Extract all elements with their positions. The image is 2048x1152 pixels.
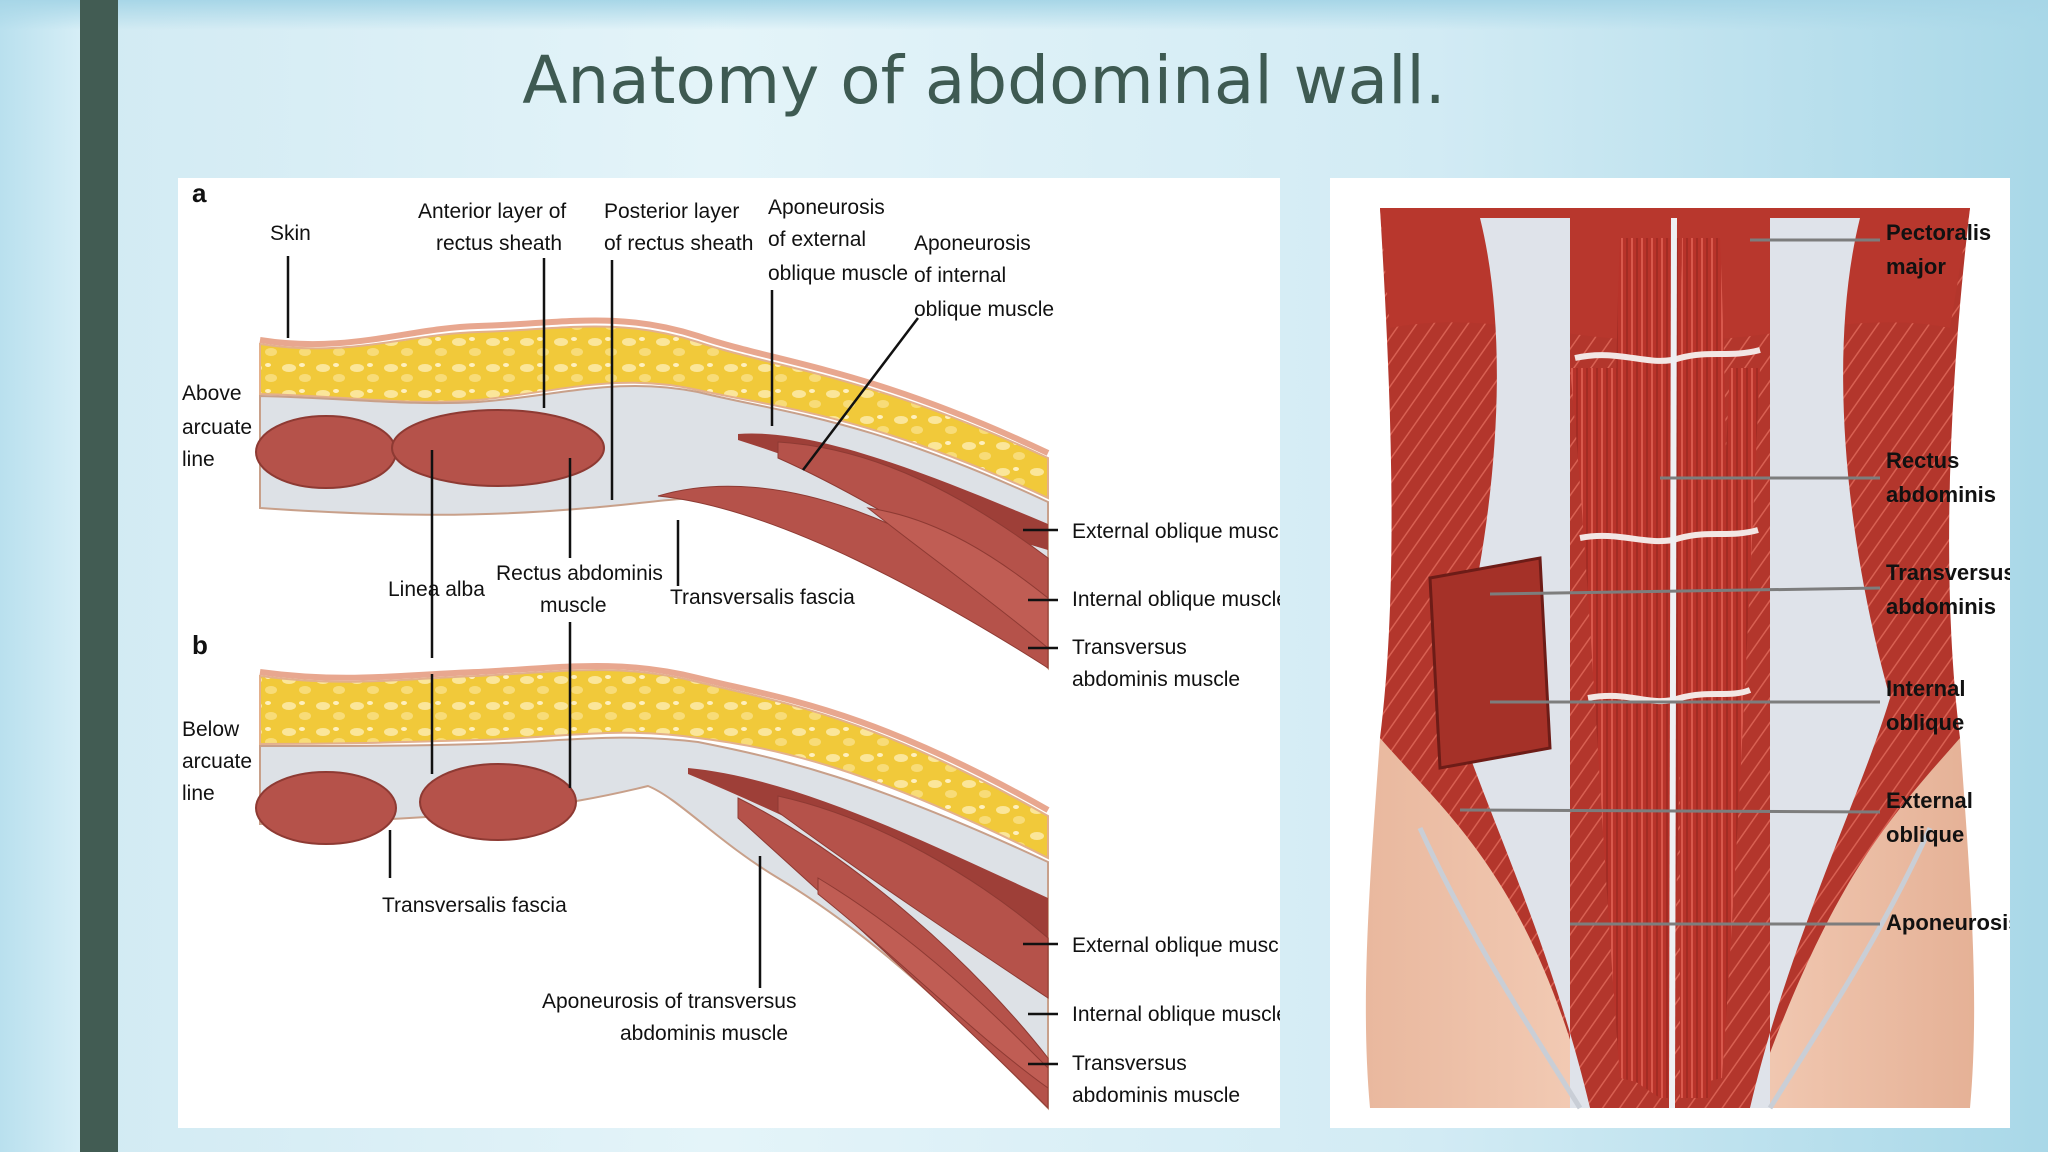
transversus-label-1: Transversus	[1886, 560, 2010, 585]
skin-layer-a	[259, 317, 1050, 456]
internal-oblique-label-1: Internal	[1886, 676, 1965, 701]
internal-oblique-label-b: Internal oblique muscle	[1072, 1003, 1280, 1026]
above-line-3: line	[182, 448, 215, 471]
section-a	[255, 256, 1058, 671]
skin-layer-b	[259, 662, 1050, 813]
pointers-b	[388, 622, 1058, 1066]
rectus-right-a	[391, 409, 605, 487]
tendinous-intersections	[1574, 347, 1761, 705]
anterior-layer-1: Anterior layer of	[418, 200, 566, 223]
rectus-outer-left	[1570, 368, 1660, 1088]
apo-internal-3: oblique muscle	[914, 298, 1054, 321]
skin-label: Skin	[270, 222, 311, 245]
below-line-2: arcuate	[182, 750, 252, 773]
internal-oblique-label-2: oblique	[1886, 710, 1964, 735]
transversus-label-2: abdominis	[1886, 594, 1996, 619]
pointers-a	[286, 256, 1058, 658]
below-line-1: Below	[182, 718, 240, 741]
section-b	[255, 622, 1058, 1111]
oblique-inner-b	[817, 877, 1049, 1089]
abdominal-front-illustration: Pectoralis major Rectus abdominis Transv…	[1365, 208, 2020, 1110]
aponeurosis-sheet	[1450, 218, 1890, 1108]
apo-external-1: Aponeurosis	[768, 196, 885, 219]
external-oblique-label-a: External oblique muscle	[1072, 520, 1280, 543]
internal-oblique-label-a: Internal oblique muscle	[1072, 588, 1280, 611]
transversus-label-b-2: abdominis muscle	[1072, 1084, 1240, 1107]
cross-section-labels: a b Above arcuate line Below arcuate lin…	[182, 178, 1295, 1107]
transversalis-fascia-b: Transversalis fascia	[382, 894, 567, 917]
posterior-layer-1: Posterior layer	[604, 200, 739, 223]
rectus-label-1: Rectus	[1886, 448, 1959, 473]
rectus-left-a	[255, 415, 397, 489]
external-oblique-label-b: External oblique muscle	[1072, 934, 1280, 957]
external-oblique-label-1: External	[1886, 788, 1973, 813]
anterior-layer-2: rectus sheath	[436, 232, 562, 255]
transversus-label-b-1: Transversus	[1072, 1052, 1187, 1075]
posterior-layer-2: of rectus sheath	[604, 232, 753, 255]
fat-layer-a	[259, 325, 1049, 500]
panel-b-letter: b	[192, 630, 208, 660]
cross-section-panel: a b Above arcuate line Below arcuate lin…	[178, 178, 1295, 1128]
linea-alba-label: Linea alba	[388, 578, 485, 601]
apo-internal-2: of internal	[914, 264, 1006, 287]
rectus-outer-right	[1680, 368, 1760, 1088]
apo-external-2: of external	[768, 228, 866, 251]
rectus-muscle-1: Rectus abdominis	[496, 562, 663, 585]
front-view-panel: Pectoralis major Rectus abdominis Transv…	[1330, 178, 2020, 1128]
rectus-right-b	[419, 763, 577, 841]
internal-oblique-b	[777, 795, 1049, 999]
apo-transversus-2: abdominis muscle	[620, 1022, 788, 1045]
left-background-strip	[0, 0, 80, 1152]
transversus-label-a-2: abdominis muscle	[1072, 668, 1240, 691]
above-line-2: arcuate	[182, 416, 252, 439]
above-line-1: Above	[182, 382, 242, 405]
linea-alba	[1669, 217, 1677, 1109]
pectoralis-label-1: Pectoralis	[1886, 220, 1991, 245]
apo-external-3: oblique muscle	[768, 262, 908, 285]
left-accent-bar	[80, 0, 118, 1152]
transversalis-fascia-a: Transversalis fascia	[670, 586, 855, 609]
external-oblique-label-2: oblique	[1886, 822, 1964, 847]
aponeurosis-label: Aponeurosis	[1886, 910, 2010, 935]
cross-section-diagram: a b Above arcuate line Below arcuate lin…	[182, 178, 1295, 1111]
apo-transversus-1: Aponeurosis of transversus	[542, 990, 796, 1013]
top-band	[0, 0, 2048, 30]
pectoralis-label-2: major	[1886, 254, 1946, 279]
panel-a-letter: a	[192, 178, 207, 208]
rectus-muscle-2: muscle	[540, 594, 607, 617]
rectus-label-2: abdominis	[1886, 482, 1996, 507]
front-labels: Pectoralis major Rectus abdominis Transv…	[1886, 220, 2020, 935]
fat-layer-b	[259, 668, 1049, 860]
front-pointers	[1459, 238, 1881, 926]
apo-internal-1: Aponeurosis	[914, 232, 1031, 255]
slide-title: Anatomy of abdominal wall.	[522, 42, 1446, 119]
transversus-label-a-1: Transversus	[1072, 636, 1187, 659]
transversus-window	[1428, 556, 1552, 770]
below-line-3: line	[182, 782, 215, 805]
inguinal-ligament	[1417, 826, 1933, 1110]
rectus-left-b	[255, 771, 397, 845]
